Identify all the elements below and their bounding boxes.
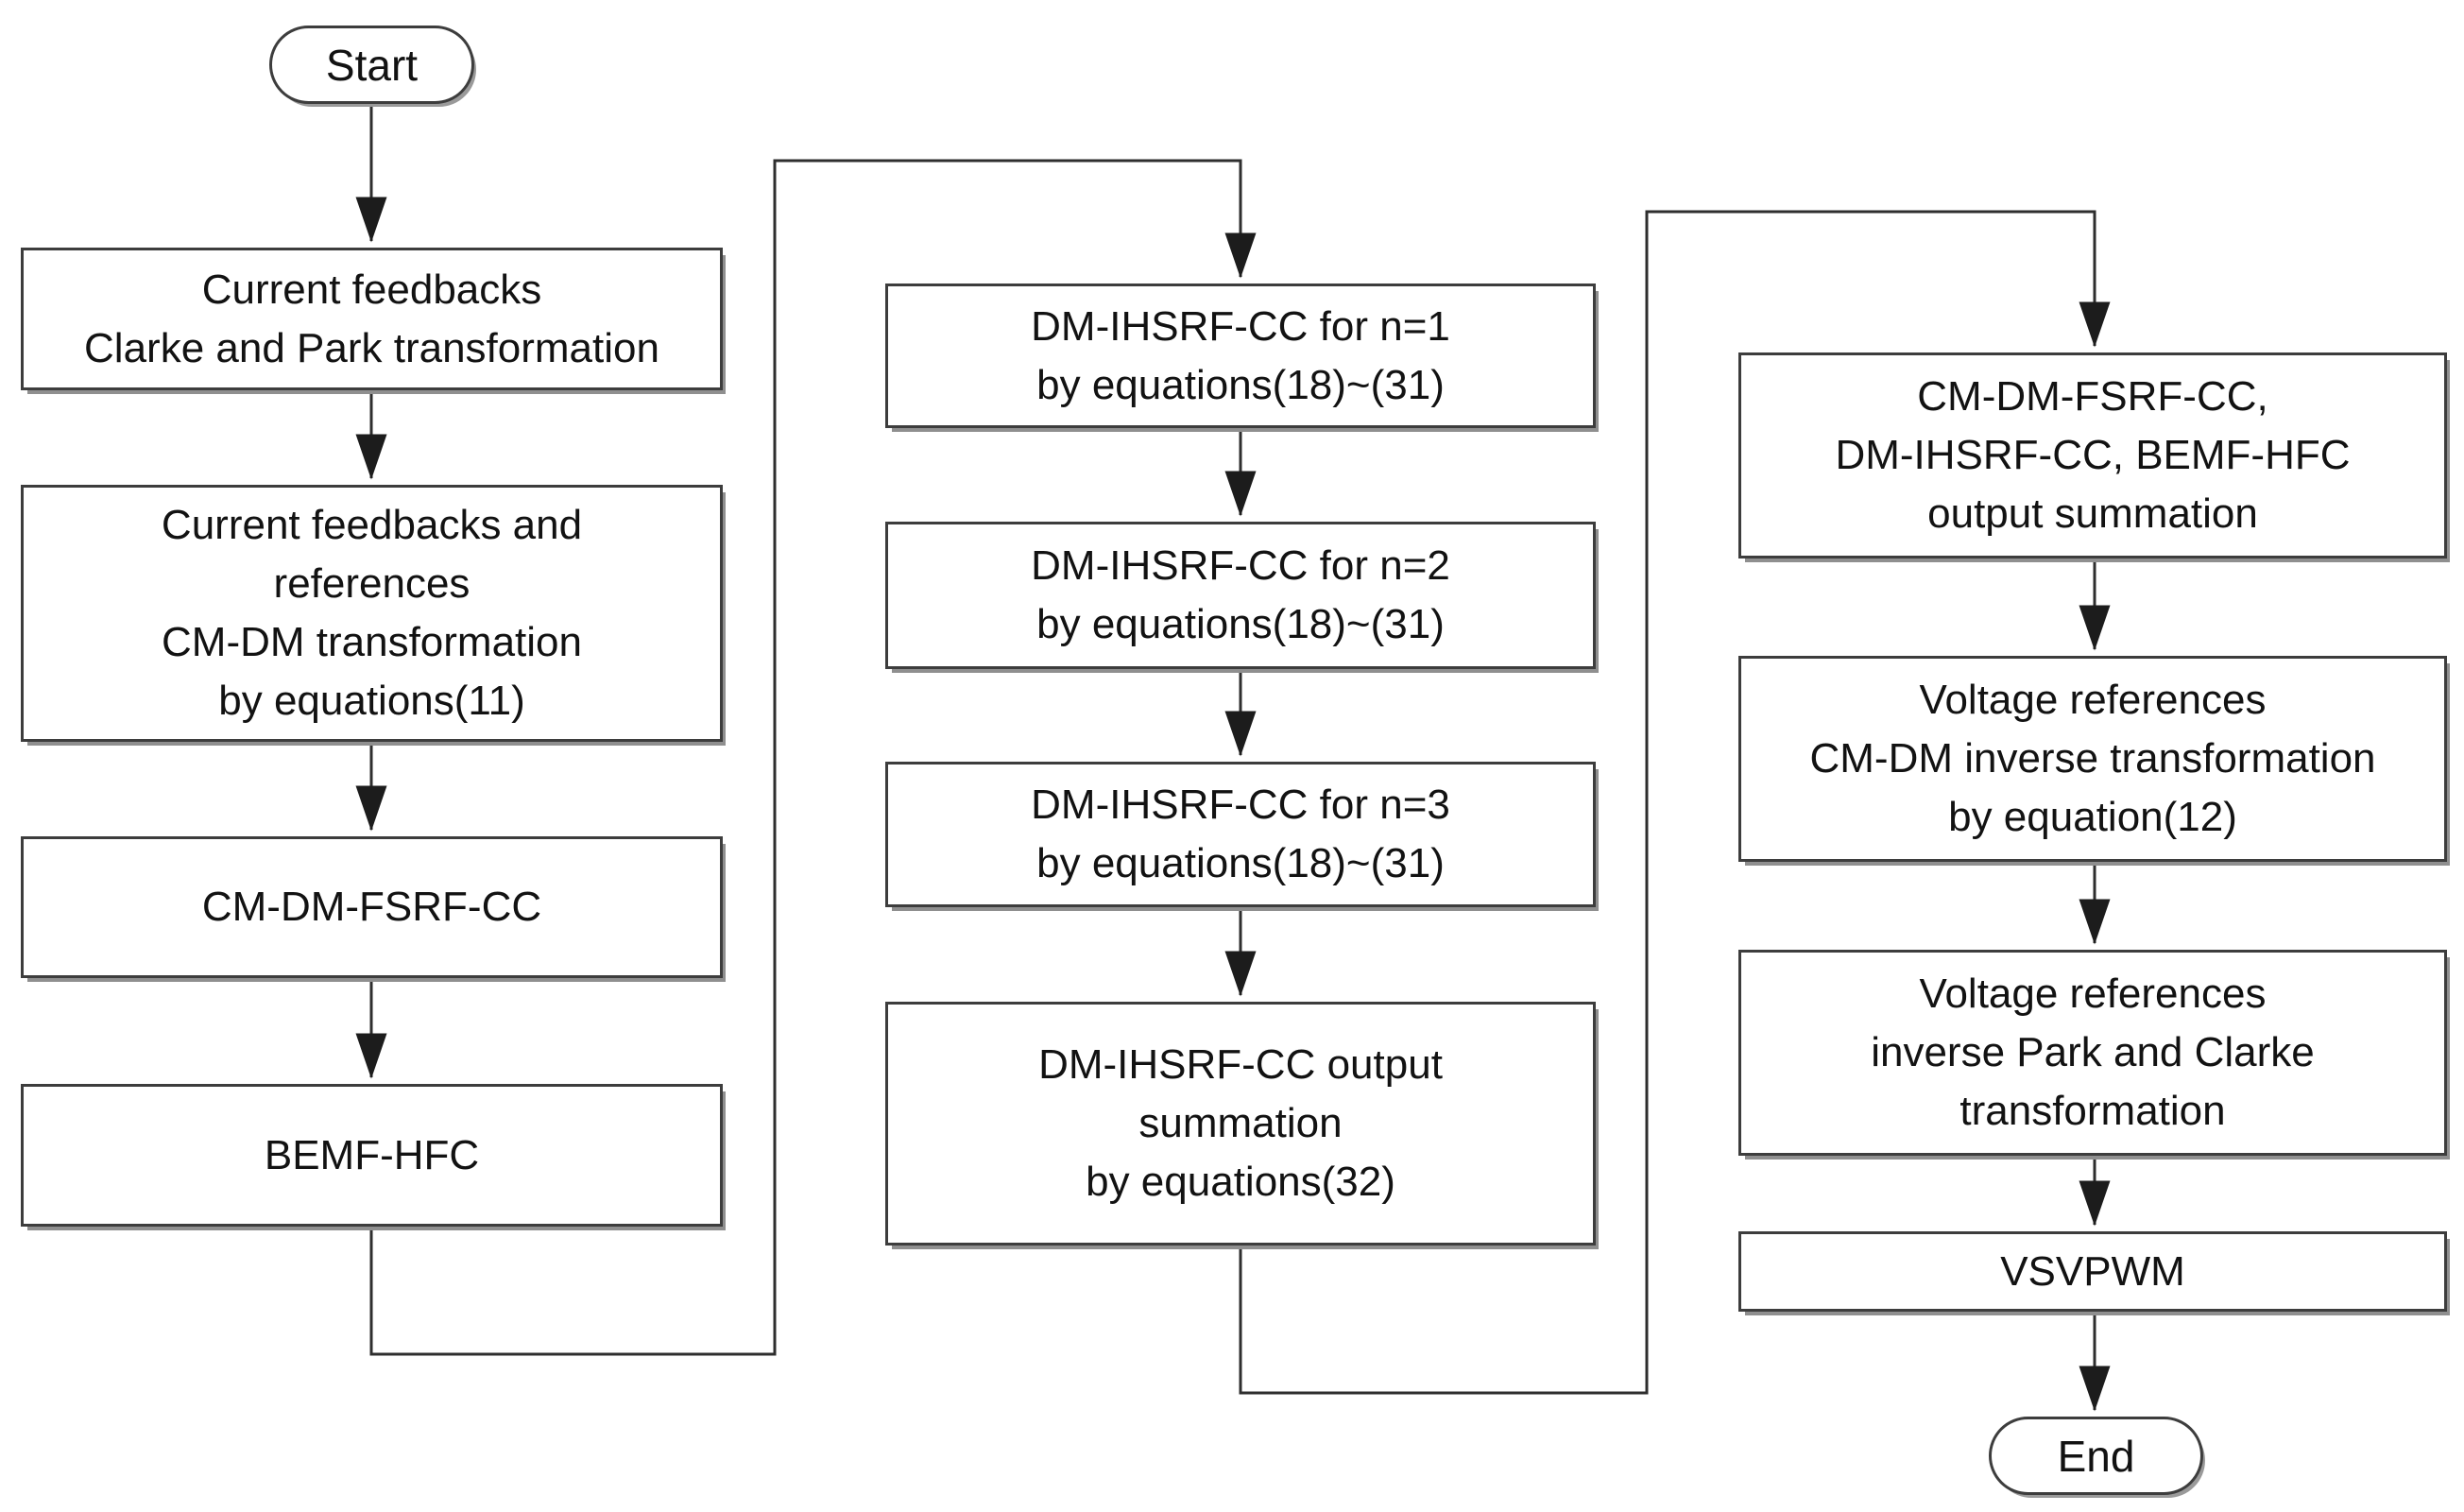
node-cm-dm-transformation: Current feedbacks and references CM-DM t… [21,485,723,742]
node-voltage-refs-inverse-park-clarke: Voltage references inverse Park and Clar… [1738,950,2447,1156]
node-dm-ihsrf-cc-n3: DM-IHSRF-CC for n=3 by equations(18)~(31… [885,762,1596,907]
node-current-feedbacks-clarke-park: Current feedbacks Clarke and Park transf… [21,248,723,390]
node-vsvpwm: VSVPWM [1738,1231,2447,1312]
node-dm-ihsrf-cc-output-summation: DM-IHSRF-CC output summation by equation… [885,1002,1596,1246]
node-text-line: by equations(32) [1086,1159,1395,1205]
node-text-line: DM-IHSRF-CC output [1038,1041,1443,1088]
node-text-line: CM-DM transformation [162,619,582,665]
node-text-line: Voltage references [1919,971,2267,1017]
node-output-summation-all: CM-DM-FSRF-CC, DM-IHSRF-CC, BEMF-HFC out… [1738,352,2447,558]
node-start-terminator: Start [269,26,474,104]
node-dm-ihsrf-cc-n1: DM-IHSRF-CC for n=1 by equations(18)~(31… [885,284,1596,428]
node-text-line: DM-IHSRF-CC for n=2 [1031,542,1450,589]
node-text-line: by equation(12) [1948,794,2237,840]
node-text-line: summation [1138,1100,1343,1146]
node-text-line: inverse Park and Clarke [1871,1029,2315,1075]
node-text-line: Voltage references [1919,677,2267,723]
node-voltage-refs-cm-dm-inverse: Voltage references CM-DM inverse transfo… [1738,656,2447,862]
node-dm-ihsrf-cc-n2: DM-IHSRF-CC for n=2 by equations(18)~(31… [885,522,1596,669]
node-text-line: transformation [1959,1088,2226,1134]
node-end-terminator: End [1989,1417,2203,1495]
node-text-line: DM-IHSRF-CC for n=3 [1031,782,1450,828]
connector-m4-r1 [1239,210,2111,1395]
node-text-line: by equations(18)~(31) [1036,601,1445,647]
connector-l4-m1 [369,159,1257,1356]
node-text-line: BEMF-HFC [264,1131,480,1178]
node-text-line: Current feedbacks and [161,502,583,548]
node-end-label: End [2057,1431,2135,1481]
node-start-label: Start [325,40,419,90]
node-cm-dm-fsrf-cc: CM-DM-FSRF-CC [21,836,723,978]
node-text-line: by equations(11) [218,678,525,724]
node-text-line: references [273,560,471,607]
node-text-line: Clarke and Park transformation [84,324,659,371]
node-text-line: by equations(18)~(31) [1036,840,1445,886]
node-text-line: CM-DM inverse transformation [1809,735,2376,782]
node-text-line: DM-IHSRF-CC, BEMF-HFC [1835,432,2351,478]
node-text-line: Current feedbacks [201,266,542,313]
node-text-line: DM-IHSRF-CC for n=1 [1031,302,1450,350]
node-text-line: CM-DM-FSRF-CC, [1917,373,2268,420]
node-text-line: by equations(18)~(31) [1036,361,1445,408]
node-text-line: CM-DM-FSRF-CC [201,884,542,930]
node-bemf-hfc: BEMF-HFC [21,1084,723,1227]
node-text-line: output summation [1927,490,2258,537]
node-text-line: VSVPWM [2000,1247,2185,1295]
